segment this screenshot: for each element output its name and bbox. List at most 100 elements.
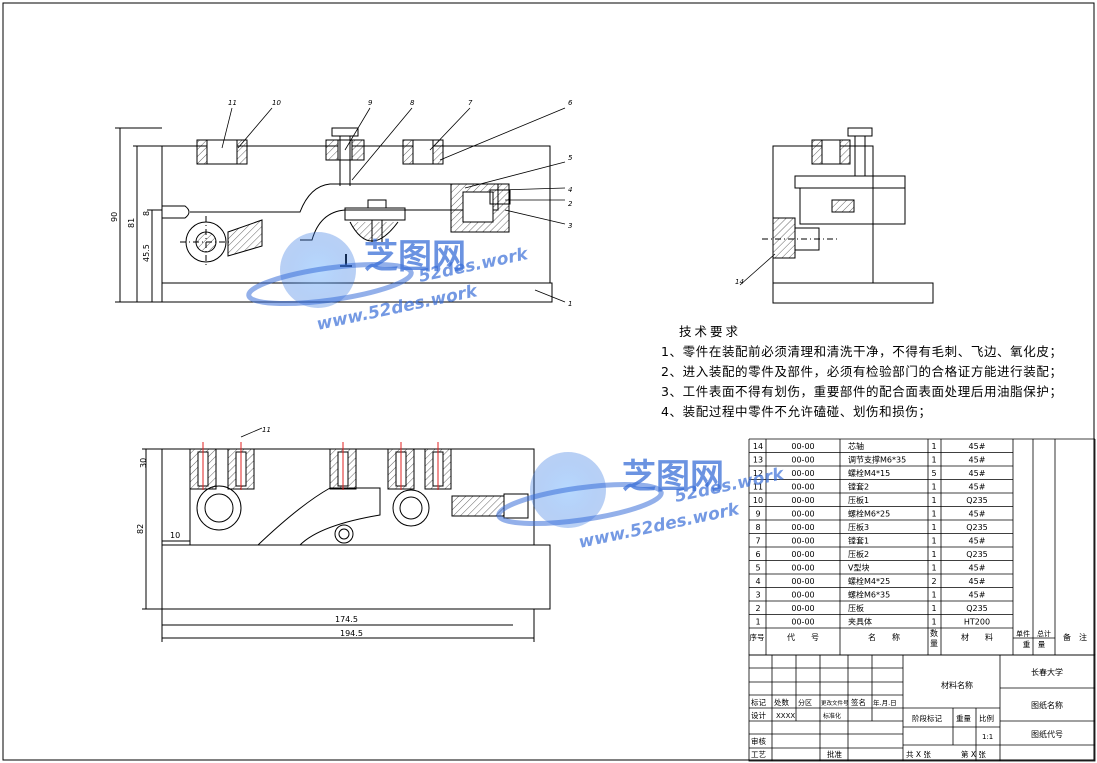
- front-balloons: 11 10 9 8 7 6 5 4 2 3 1: [228, 99, 573, 308]
- parts-row-qty: 1: [931, 550, 936, 559]
- parts-row-name: 螺栓M6*35: [848, 590, 890, 600]
- total-sheets: 共 X 张: [906, 750, 931, 759]
- parts-row-name: 螺栓M4*25: [848, 576, 890, 586]
- parts-row-no: 3: [755, 591, 760, 600]
- parts-header-no: 序号: [750, 632, 765, 642]
- designer-name: XXXX: [776, 712, 795, 720]
- parts-row-name: 镗套2: [848, 482, 869, 492]
- parts-row-qty: 1: [931, 456, 936, 465]
- parts-row-qty: 5: [931, 469, 936, 478]
- parts-row-no: 14: [753, 442, 763, 451]
- parts-row-code: 00-00: [791, 510, 814, 519]
- dim-174-5: 174.5: [335, 615, 358, 624]
- dim-45-5: 45.5: [142, 244, 151, 262]
- review-label: 审核: [751, 736, 766, 746]
- change-doc-label: 更改文件号: [821, 699, 849, 707]
- sheet-number: 第 X 张: [961, 749, 986, 759]
- parts-row-name: 螺栓M4*15: [848, 468, 890, 478]
- parts-row-code: 00-00: [791, 523, 814, 532]
- parts-row-material: 45#: [969, 564, 986, 573]
- zone-label: 分区: [798, 698, 812, 707]
- parts-row-code: 00-00: [791, 564, 814, 573]
- dim-82: 82: [136, 524, 145, 534]
- parts-row-material: Q235: [966, 604, 988, 613]
- parts-row-no: 2: [755, 604, 760, 613]
- parts-row-qty: 1: [931, 537, 936, 546]
- parts-row-material: Q235: [966, 496, 988, 505]
- count-label: 处数: [774, 697, 789, 707]
- dim-81: 81: [127, 218, 136, 228]
- balloon-10: 10: [272, 99, 281, 107]
- dim-8: 8: [142, 211, 151, 216]
- watermark-cn-2: 芝图网: [622, 457, 724, 497]
- parts-row-name: 压板: [848, 603, 864, 613]
- parts-header-name: 名 称: [868, 632, 900, 642]
- parts-row-material: HT200: [964, 618, 990, 627]
- plan-dims: 11 30 82 10 174.5 194.5: [136, 426, 363, 638]
- balloon-9: 9: [368, 99, 373, 107]
- parts-row-qty: 1: [931, 604, 936, 613]
- drawing-code: 图纸代号: [1031, 729, 1063, 739]
- parts-row-material: 45#: [969, 469, 986, 478]
- balloon-11: 11: [228, 99, 237, 107]
- balloon-8: 8: [410, 99, 415, 107]
- balloon-5: 5: [568, 154, 573, 162]
- material-name: 材料名称: [941, 680, 973, 690]
- front-view: [115, 127, 553, 303]
- parts-row-no: 6: [755, 550, 760, 559]
- parts-row-qty: 1: [931, 496, 936, 505]
- balloon-2: 2: [568, 200, 573, 208]
- plan-center-marks: [202, 442, 439, 490]
- balloon-6: 6: [568, 99, 573, 107]
- parts-header-weight: 重 量: [1023, 640, 1046, 649]
- parts-row-material: 45#: [969, 442, 986, 451]
- parts-row-qty: 1: [931, 523, 936, 532]
- parts-header-qty-2: 量: [930, 639, 938, 648]
- balloon-4: 4: [568, 186, 572, 194]
- parts-row-name: V型块: [848, 563, 869, 573]
- parts-row-material: Q235: [966, 523, 988, 532]
- approve-label: 批准: [827, 749, 842, 759]
- base-plate: [161, 282, 553, 303]
- parts-header-remark: 备 注: [1063, 632, 1087, 642]
- date-label: 年.月.日: [873, 698, 897, 707]
- standardize-label: 标准化: [823, 712, 841, 720]
- parts-row-qty: 2: [931, 577, 936, 586]
- parts-row-no: 1: [755, 618, 760, 627]
- parts-row-name: 压板1: [848, 495, 869, 505]
- parts-row-code: 00-00: [791, 456, 814, 465]
- side-view: [739, 127, 934, 304]
- parts-row-name: 芯轴: [848, 441, 864, 451]
- dim-30: 30: [139, 458, 148, 468]
- drawing-name: 图纸名称: [1031, 700, 1063, 710]
- parts-row-name: 压板2: [848, 549, 869, 559]
- title-block-grid: [748, 654, 1096, 762]
- process-label: 工艺: [751, 750, 766, 759]
- dim-10: 10: [170, 531, 180, 540]
- balloon-leaders: [221, 107, 566, 303]
- parts-row-qty: 1: [931, 564, 936, 573]
- parts-row-name: 夹具体: [848, 617, 872, 627]
- parts-row-no: 7: [755, 537, 760, 546]
- tech-req-title: 技术要求: [679, 324, 742, 339]
- parts-row-material: 45#: [969, 577, 986, 586]
- tech-req-item-4: 4、装配过程中零件不允许磕碰、划伤和损伤；: [661, 404, 932, 419]
- parts-row-qty: 1: [931, 483, 936, 492]
- parts-header-unit-weight: 单件: [1016, 629, 1030, 638]
- weight-label: 重量: [956, 714, 971, 723]
- parts-row-code: 00-00: [791, 537, 814, 546]
- parts-row-qty: 1: [931, 510, 936, 519]
- parts-row-name: 调节支撑M6*35: [848, 455, 906, 465]
- mark-label: 标记: [751, 697, 766, 707]
- parts-row-no: 11: [753, 483, 763, 492]
- watermark-2: 芝图网 52des.work www.52des.work: [496, 452, 787, 553]
- parts-row-no: 10: [753, 496, 763, 505]
- parts-row-code: 00-00: [791, 483, 814, 492]
- plan-balloon-11: 11: [262, 426, 271, 434]
- parts-row-code: 00-00: [791, 550, 814, 559]
- parts-header-qty-1: 数: [930, 628, 938, 638]
- parts-row-material: Q235: [966, 550, 988, 559]
- design-label: 设计: [751, 710, 766, 720]
- parts-row-code: 00-00: [791, 591, 814, 600]
- parts-row-code: 00-00: [791, 496, 814, 505]
